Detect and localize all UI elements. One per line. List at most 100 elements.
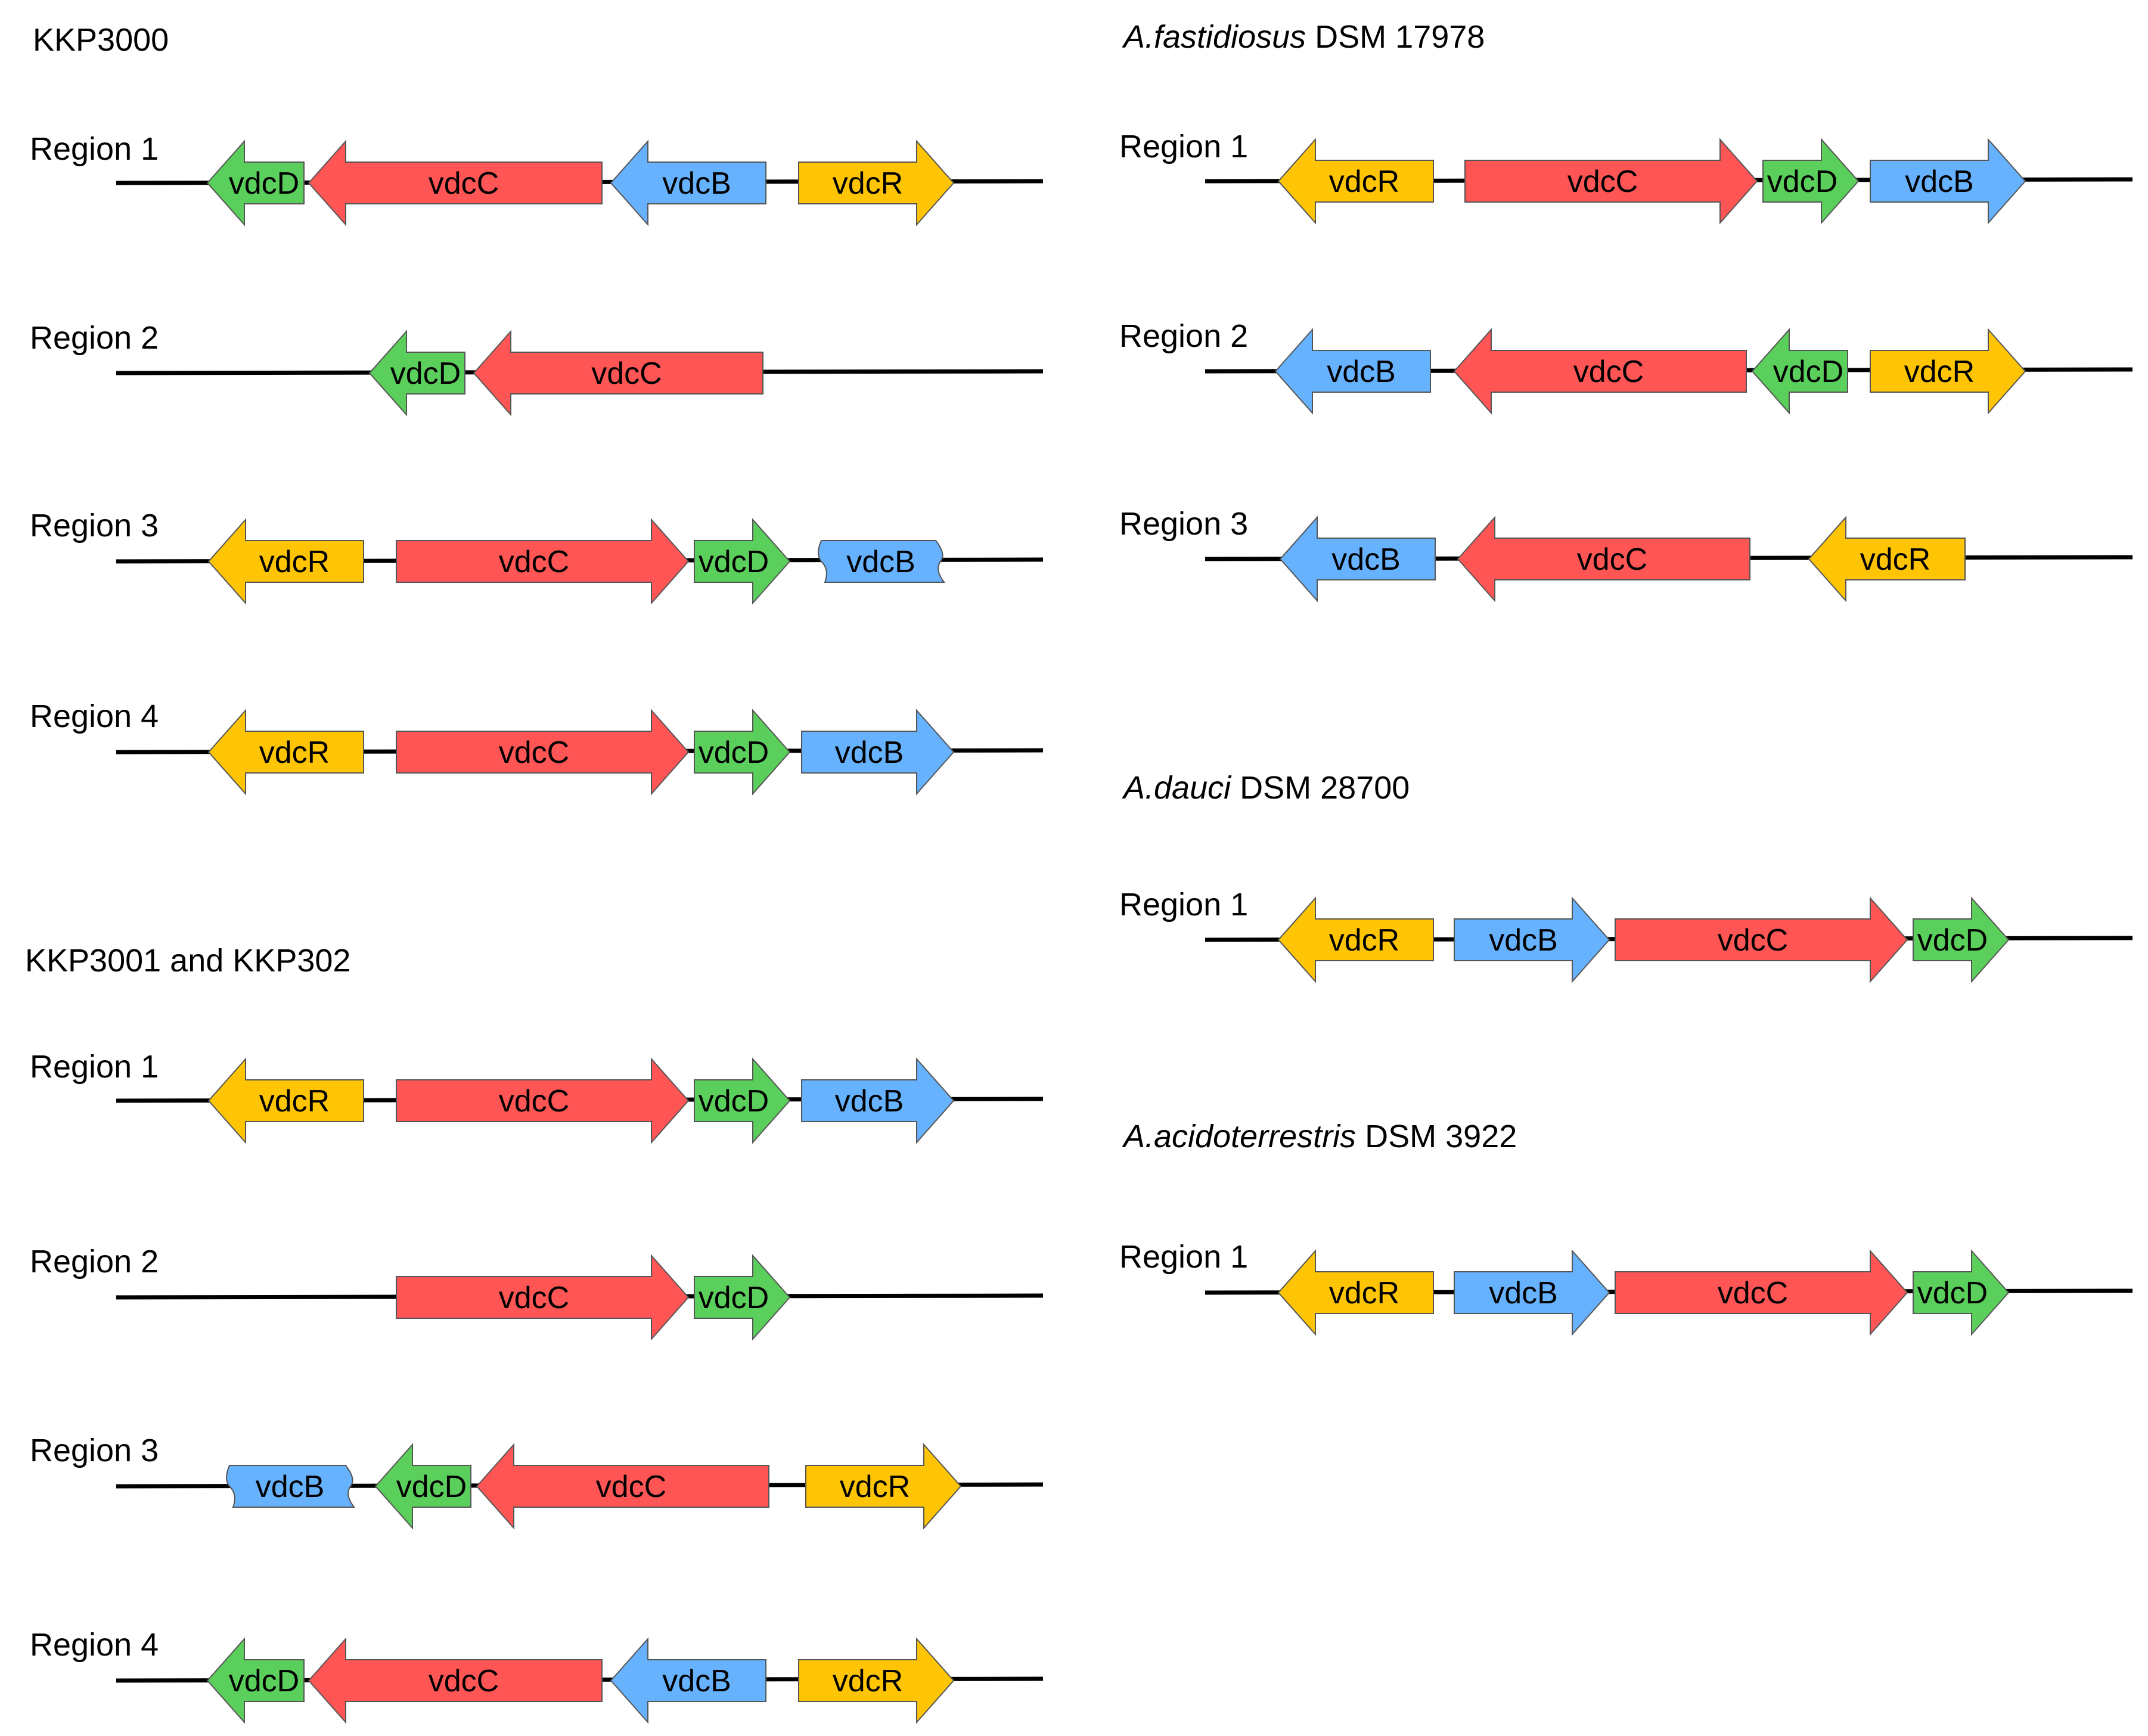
- gene-label: vdcR: [259, 545, 330, 579]
- panel-title: A.fastidiosus DSM 17978: [1122, 19, 1485, 55]
- gene-vdcr: vdcR: [1808, 515, 1966, 603]
- gene-label: vdcC: [499, 1084, 569, 1119]
- gene-label: vdcR: [1860, 542, 1930, 577]
- gene-vdcb: vdcB: [1274, 328, 1431, 415]
- gene-arrow: [1808, 515, 1966, 603]
- gene-vdcd: vdcD: [694, 518, 791, 605]
- gene-arrow: [1279, 515, 1436, 603]
- gene-arrow: [308, 1637, 603, 1724]
- gene-label: vdcD: [1917, 923, 1988, 958]
- region-label: Region 3: [30, 508, 159, 544]
- gene-arrow: [610, 139, 766, 226]
- region-label: Region 1: [30, 1049, 159, 1085]
- gene-label: vdcB: [256, 1470, 325, 1504]
- gene-arrow: [1274, 328, 1431, 415]
- gene-vdcr: vdcR: [1277, 1249, 1434, 1336]
- gene-vdcb: vdcB: [818, 540, 946, 583]
- gene-label: vdcC: [1577, 542, 1647, 577]
- gene-arrow: [476, 1443, 769, 1530]
- gene-arrow: [207, 709, 364, 796]
- gene-arrow: [473, 330, 763, 417]
- gene-vdcc: vdcC: [1464, 138, 1758, 225]
- gene-vdcc: vdcC: [1615, 1249, 1908, 1336]
- gene-label: vdcC: [1567, 164, 1638, 199]
- gene-label: vdcD: [1767, 164, 1837, 199]
- gene-vdcd: vdcD: [1913, 1249, 2010, 1336]
- region-label: Region 1: [1119, 129, 1248, 164]
- gene-arrow: [1453, 328, 1747, 415]
- gene-arrow: [1751, 328, 1848, 415]
- gene-label: vdcC: [591, 356, 662, 391]
- gene-arrow: [368, 330, 465, 417]
- gene-vdcc: vdcC: [1615, 896, 1908, 983]
- panel-title-text: KKP3001 and KKP302: [25, 943, 350, 979]
- region-label: Region 1: [30, 131, 159, 167]
- gene-arrow: [207, 1057, 364, 1144]
- gene-arrow: [1870, 138, 2026, 225]
- gene-vdcb: vdcB: [226, 1465, 356, 1508]
- gene-arrow: [1277, 138, 1434, 225]
- gene-label: vdcC: [1718, 923, 1788, 958]
- gene-arrow: [801, 1057, 955, 1144]
- gene-vdcc: vdcC: [396, 709, 690, 796]
- gene-arrow: [610, 1637, 766, 1724]
- gene-arrow: [1277, 896, 1434, 983]
- panel-title-text: KKP3000: [33, 22, 169, 58]
- panel-title: KKP3000: [33, 22, 169, 58]
- gene-arrow: [206, 1637, 305, 1724]
- gene-vdcb: vdcB: [801, 709, 955, 796]
- gene-vdcc: vdcC: [308, 139, 603, 226]
- gene-label: vdcB: [662, 166, 731, 201]
- gene-label: vdcB: [662, 1664, 731, 1698]
- gene-vdcb: vdcB: [1279, 515, 1436, 603]
- gene-arrow: [226, 1465, 356, 1508]
- gene-label: vdcR: [1329, 923, 1399, 958]
- gene-vdcr: vdcR: [1277, 896, 1434, 983]
- panel-title-species: A.fastidiosus: [1122, 19, 1306, 55]
- gene-label: vdcC: [429, 166, 499, 201]
- panel-title-species: A.dauci: [1122, 770, 1232, 806]
- panel-title-species: A.acidoterrestris: [1122, 1119, 1356, 1154]
- gene-arrow: [1762, 138, 1860, 225]
- gene-vdcb: vdcB: [801, 1057, 955, 1144]
- gene-label: vdcC: [499, 1281, 569, 1315]
- gene-vdcb: vdcB: [1870, 138, 2026, 225]
- gene-vdcc: vdcC: [473, 330, 763, 417]
- gene-arrow: [805, 1443, 962, 1530]
- gene-label: vdcB: [1905, 164, 1974, 199]
- gene-vdcb: vdcB: [610, 139, 766, 226]
- gene-vdcc: vdcC: [396, 518, 690, 605]
- gene-vdcb: vdcB: [1454, 896, 1610, 983]
- gene-arrow: [1913, 1249, 2010, 1336]
- gene-vdcd: vdcD: [694, 1254, 791, 1341]
- gene-vdcr: vdcR: [207, 1057, 364, 1144]
- gene-label: vdcD: [229, 166, 299, 201]
- gene-arrow: [206, 139, 305, 226]
- gene-arrow: [694, 518, 791, 605]
- gene-label: vdcD: [699, 545, 769, 579]
- gene-label: vdcR: [259, 1084, 330, 1119]
- gene-vdcc: vdcC: [476, 1443, 769, 1530]
- gene-label: vdcB: [1331, 542, 1401, 577]
- gene-label: vdcD: [1917, 1276, 1988, 1310]
- gene-vdcr: vdcR: [798, 1637, 955, 1724]
- gene-label: vdcC: [1718, 1276, 1788, 1310]
- gene-vdcb: vdcB: [610, 1637, 766, 1724]
- gene-vdcd: vdcD: [694, 709, 791, 796]
- gene-arrow: [396, 709, 690, 796]
- gene-arrow: [1615, 896, 1908, 983]
- panel-title: A.dauci DSM 28700: [1122, 770, 1410, 806]
- gene-label: vdcC: [499, 545, 569, 579]
- gene-arrow: [308, 139, 603, 226]
- gene-arrow: [798, 139, 955, 226]
- gene-label: vdcR: [1329, 164, 1399, 199]
- gene-label: vdcB: [1489, 923, 1558, 958]
- gene-label: vdcR: [1904, 355, 1975, 389]
- region-label: Region 3: [1119, 506, 1248, 542]
